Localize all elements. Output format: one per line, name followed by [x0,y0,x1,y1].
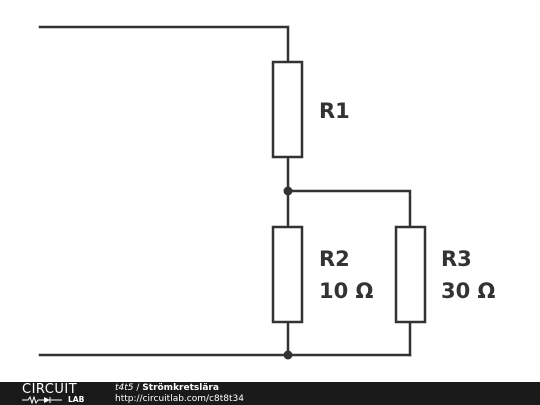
logo-wordmark-top: CIRCUIT [22,382,78,397]
author-link[interactable]: t4t5 [115,383,134,393]
resistor-r3[interactable] [394,225,427,324]
logo-wordmark-bottom: LAB [68,395,85,404]
logo-diode-icon [22,396,62,404]
footer-url[interactable]: http://circuitlab.com/c8t8t34 [115,393,244,404]
top-wire [38,25,290,64]
resistor-r1[interactable] [271,60,304,159]
r2-value-label: 10 Ω [319,279,374,303]
circuitlab-logo[interactable]: CIRCUIT LAB [22,382,96,404]
r1-label: R1 [319,99,350,123]
r3-label: R3 [441,247,472,271]
junction-node-bottom [283,350,293,360]
junction-node-top [283,186,293,196]
footer-caption: t4t5 / Strömkretslära http://circuitlab.… [115,383,244,404]
r2-label: R2 [319,247,350,271]
resistor-r2[interactable] [271,225,304,324]
circuit-title: Strömkretslära [142,383,219,393]
footer-bar: CIRCUIT LAB t4t5 / Strömkretslära http:/… [0,382,540,405]
r3-value-label: 30 Ω [441,279,496,303]
circuit-schematic: R1 R2 10 Ω R3 30 Ω [38,25,496,360]
footer-title-line: t4t5 / Strömkretslära [115,383,244,394]
branch-wire-r3 [286,189,412,229]
title-separator: / [133,383,143,393]
